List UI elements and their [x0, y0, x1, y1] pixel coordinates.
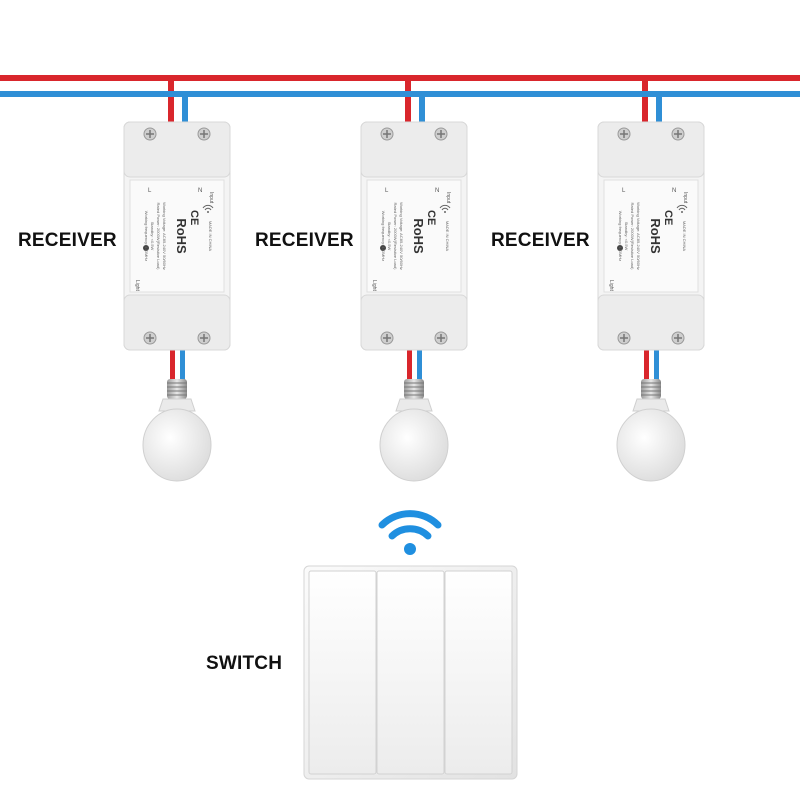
- input-label: Input: [445, 192, 451, 204]
- output-label: Light: [134, 280, 140, 291]
- spec-line-1: Working Voltage: AC85-240V 50/60Hz: [636, 202, 641, 270]
- spec-line-3: Standby: <0.5W: [624, 222, 629, 251]
- receiver-label-2: RECEIVER: [255, 230, 354, 251]
- ce-mark: CE: [425, 210, 437, 225]
- spec-line-2: Rated Power: 2000W(Resistive Load): [630, 203, 635, 271]
- live-wire: [0, 75, 800, 130]
- receiver-label-1: RECEIVER: [18, 230, 117, 251]
- switch-key-3[interactable]: [444, 570, 513, 775]
- terminal-l-label: L: [385, 188, 389, 194]
- light-bulb-icon: [142, 379, 212, 482]
- spec-line-1: Working Voltage: AC85-240V 50/60Hz: [399, 202, 404, 270]
- terminal-l-label: L: [148, 188, 152, 194]
- light-bulb-icon: [616, 379, 686, 482]
- spec-line-4: Working frequency: 433MHz: [381, 211, 386, 261]
- rohs-mark: RoHS: [648, 218, 663, 254]
- receiver-module-3: RoHS CE Working Voltage: AC85-240V 50/60…: [597, 121, 705, 351]
- spec-line-2: Rated Power: 2000W(Resistive Load): [156, 203, 161, 271]
- terminal-screw-icon: [617, 127, 685, 345]
- terminal-screw-icon: [143, 127, 211, 345]
- receiver-label-3: RECEIVER: [491, 230, 590, 251]
- wireless-mark-icon: [439, 204, 451, 213]
- made-in-text: MADE IN CHINA: [682, 221, 687, 252]
- spec-line-2: Rated Power: 2000W(Resistive Load): [393, 203, 398, 271]
- wall-switch[interactable]: [303, 565, 518, 780]
- rohs-mark: RoHS: [411, 218, 426, 254]
- status-led: [143, 245, 149, 251]
- switch-key-2[interactable]: [376, 570, 445, 775]
- made-in-text: MADE IN CHINA: [208, 221, 213, 252]
- wireless-mark-icon: [676, 204, 688, 213]
- rohs-mark: RoHS: [174, 218, 189, 254]
- switch-label: SWITCH: [206, 653, 283, 674]
- ce-mark: CE: [662, 210, 674, 225]
- receiver-module-2: RoHS CE Working Voltage: AC85-240V 50/60…: [360, 121, 468, 351]
- terminal-n-label: N: [435, 188, 439, 194]
- status-led: [380, 245, 386, 251]
- spec-line-4: Working frequency: 433MHz: [144, 211, 149, 261]
- neutral-wire: [0, 91, 800, 130]
- made-in-text: MADE IN CHINA: [445, 221, 450, 252]
- terminal-n-label: N: [198, 188, 202, 194]
- switch-key-1[interactable]: [308, 570, 377, 775]
- terminal-l-label: L: [622, 188, 626, 194]
- receiver-module-1: RoHS CE Working Voltage: AC85-240V 50/60…: [123, 121, 231, 351]
- status-led: [617, 245, 623, 251]
- load-wires: [170, 350, 659, 380]
- spec-line-3: Standby: <0.5W: [387, 222, 392, 251]
- output-label: Light: [371, 280, 377, 291]
- spec-line-1: Working Voltage: AC85-240V 50/60Hz: [162, 202, 167, 270]
- output-label: Light: [608, 280, 614, 291]
- spec-line-3: Standby: <0.5W: [150, 222, 155, 251]
- terminal-screw-icon: [380, 127, 448, 345]
- spec-line-4: Working frequency: 433MHz: [618, 211, 623, 261]
- light-bulb-icon: [379, 379, 449, 482]
- wireless-mark-icon: [202, 204, 214, 213]
- input-label: Input: [682, 192, 688, 204]
- terminal-n-label: N: [672, 188, 676, 194]
- ce-mark: CE: [188, 210, 200, 225]
- input-label: Input: [208, 192, 214, 204]
- wifi-signal-icon: [378, 510, 442, 555]
